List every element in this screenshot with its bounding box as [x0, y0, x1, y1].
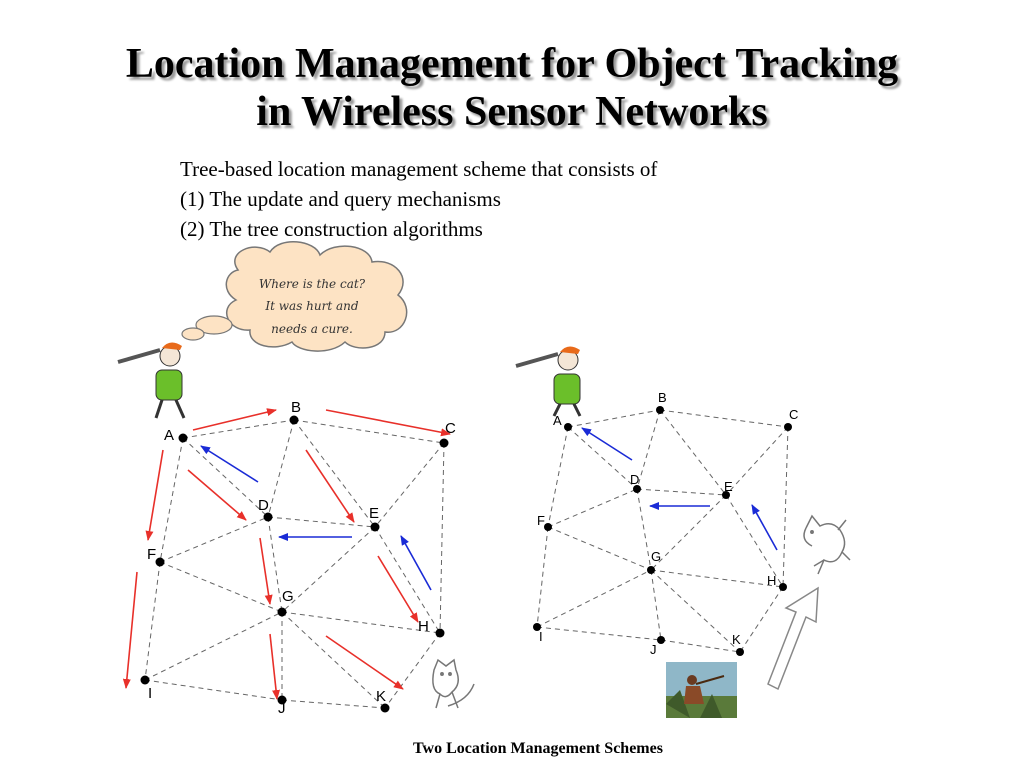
node-H: [779, 583, 787, 591]
node-label: F: [147, 546, 156, 563]
node-E: [370, 522, 380, 532]
node-K: [380, 703, 390, 713]
figure-caption: Two Location Management Schemes: [413, 740, 663, 757]
node-label: D: [258, 497, 269, 514]
node-label: G: [282, 588, 294, 605]
left-network-labels: A B C D E F G H I J K: [147, 399, 456, 717]
thought-line: needs a cure.: [271, 322, 353, 336]
bullet-item: (2) The tree construction algorithms: [180, 217, 483, 241]
node-label: J: [278, 700, 286, 717]
hunter-photo: [666, 662, 737, 718]
node-J: [657, 636, 665, 644]
node-label: E: [724, 479, 733, 494]
node-label: I: [539, 629, 543, 644]
node-J: [277, 695, 287, 705]
node-C: [439, 438, 449, 448]
node-label: A: [164, 427, 174, 444]
node-label: D: [630, 472, 639, 487]
node-I: [140, 675, 150, 685]
node-label: A: [553, 413, 562, 428]
node-label: H: [418, 618, 429, 635]
right-blue-arrows: [581, 427, 778, 551]
node-label: I: [148, 685, 152, 702]
hunter-figure-right: [515, 346, 582, 417]
node-D: [263, 512, 273, 522]
node-label: K: [376, 688, 386, 705]
right-network-edges: [536, 409, 789, 653]
left-network-nodes: [140, 415, 449, 713]
node-F: [544, 523, 552, 531]
left-network: A B C D E F G H I J K: [122, 399, 456, 717]
node-label: K: [732, 632, 741, 647]
hunter-figure-left: [117, 342, 186, 419]
right-network-labels: A B C D E F G H I J K: [537, 390, 798, 657]
node-G: [647, 566, 655, 574]
node-G: [277, 607, 287, 617]
right-network-nodes: [533, 406, 792, 656]
node-label: C: [445, 420, 456, 437]
node-label: H: [767, 573, 776, 588]
thought-bubble: Where is the cat? It was hurt and needs …: [181, 240, 408, 352]
node-D: [633, 485, 641, 493]
slide-title: Location Management for Object Tracking …: [0, 40, 1024, 136]
bullet-list: Tree-based location management scheme th…: [180, 154, 657, 244]
node-C: [784, 423, 792, 431]
right-network: A B C D E F G H I J K: [533, 390, 798, 657]
direction-arrow: [767, 586, 819, 691]
node-label: B: [291, 399, 301, 416]
node-B: [656, 406, 664, 414]
node-A: [178, 433, 188, 443]
thought-line: Where is the cat?: [259, 277, 366, 291]
node-K: [736, 648, 744, 656]
node-label: G: [651, 549, 661, 564]
title-line-1: Location Management for Object Tracking: [125, 41, 899, 87]
node-B: [289, 415, 299, 425]
bullet-item: (1) The update and query mechanisms: [180, 187, 501, 211]
node-A: [564, 423, 572, 431]
cat-sketch-left: [432, 658, 475, 709]
title-line-2: in Wireless Sensor Networks: [256, 89, 768, 135]
node-label: J: [650, 642, 657, 657]
left-red-arrows: [122, 408, 451, 700]
left-blue-arrows: [200, 445, 432, 591]
node-label: C: [789, 407, 798, 422]
node-I: [533, 623, 541, 631]
cat-sketch-right: [803, 514, 851, 575]
bullet-item: Tree-based location management scheme th…: [180, 157, 658, 181]
thought-line: It was hurt and: [264, 299, 358, 313]
node-label: B: [658, 390, 667, 405]
node-label: F: [537, 513, 545, 528]
node-E: [722, 491, 730, 499]
node-label: E: [369, 505, 379, 522]
node-H: [435, 628, 445, 638]
left-network-edges: [144, 419, 445, 709]
node-F: [155, 557, 165, 567]
